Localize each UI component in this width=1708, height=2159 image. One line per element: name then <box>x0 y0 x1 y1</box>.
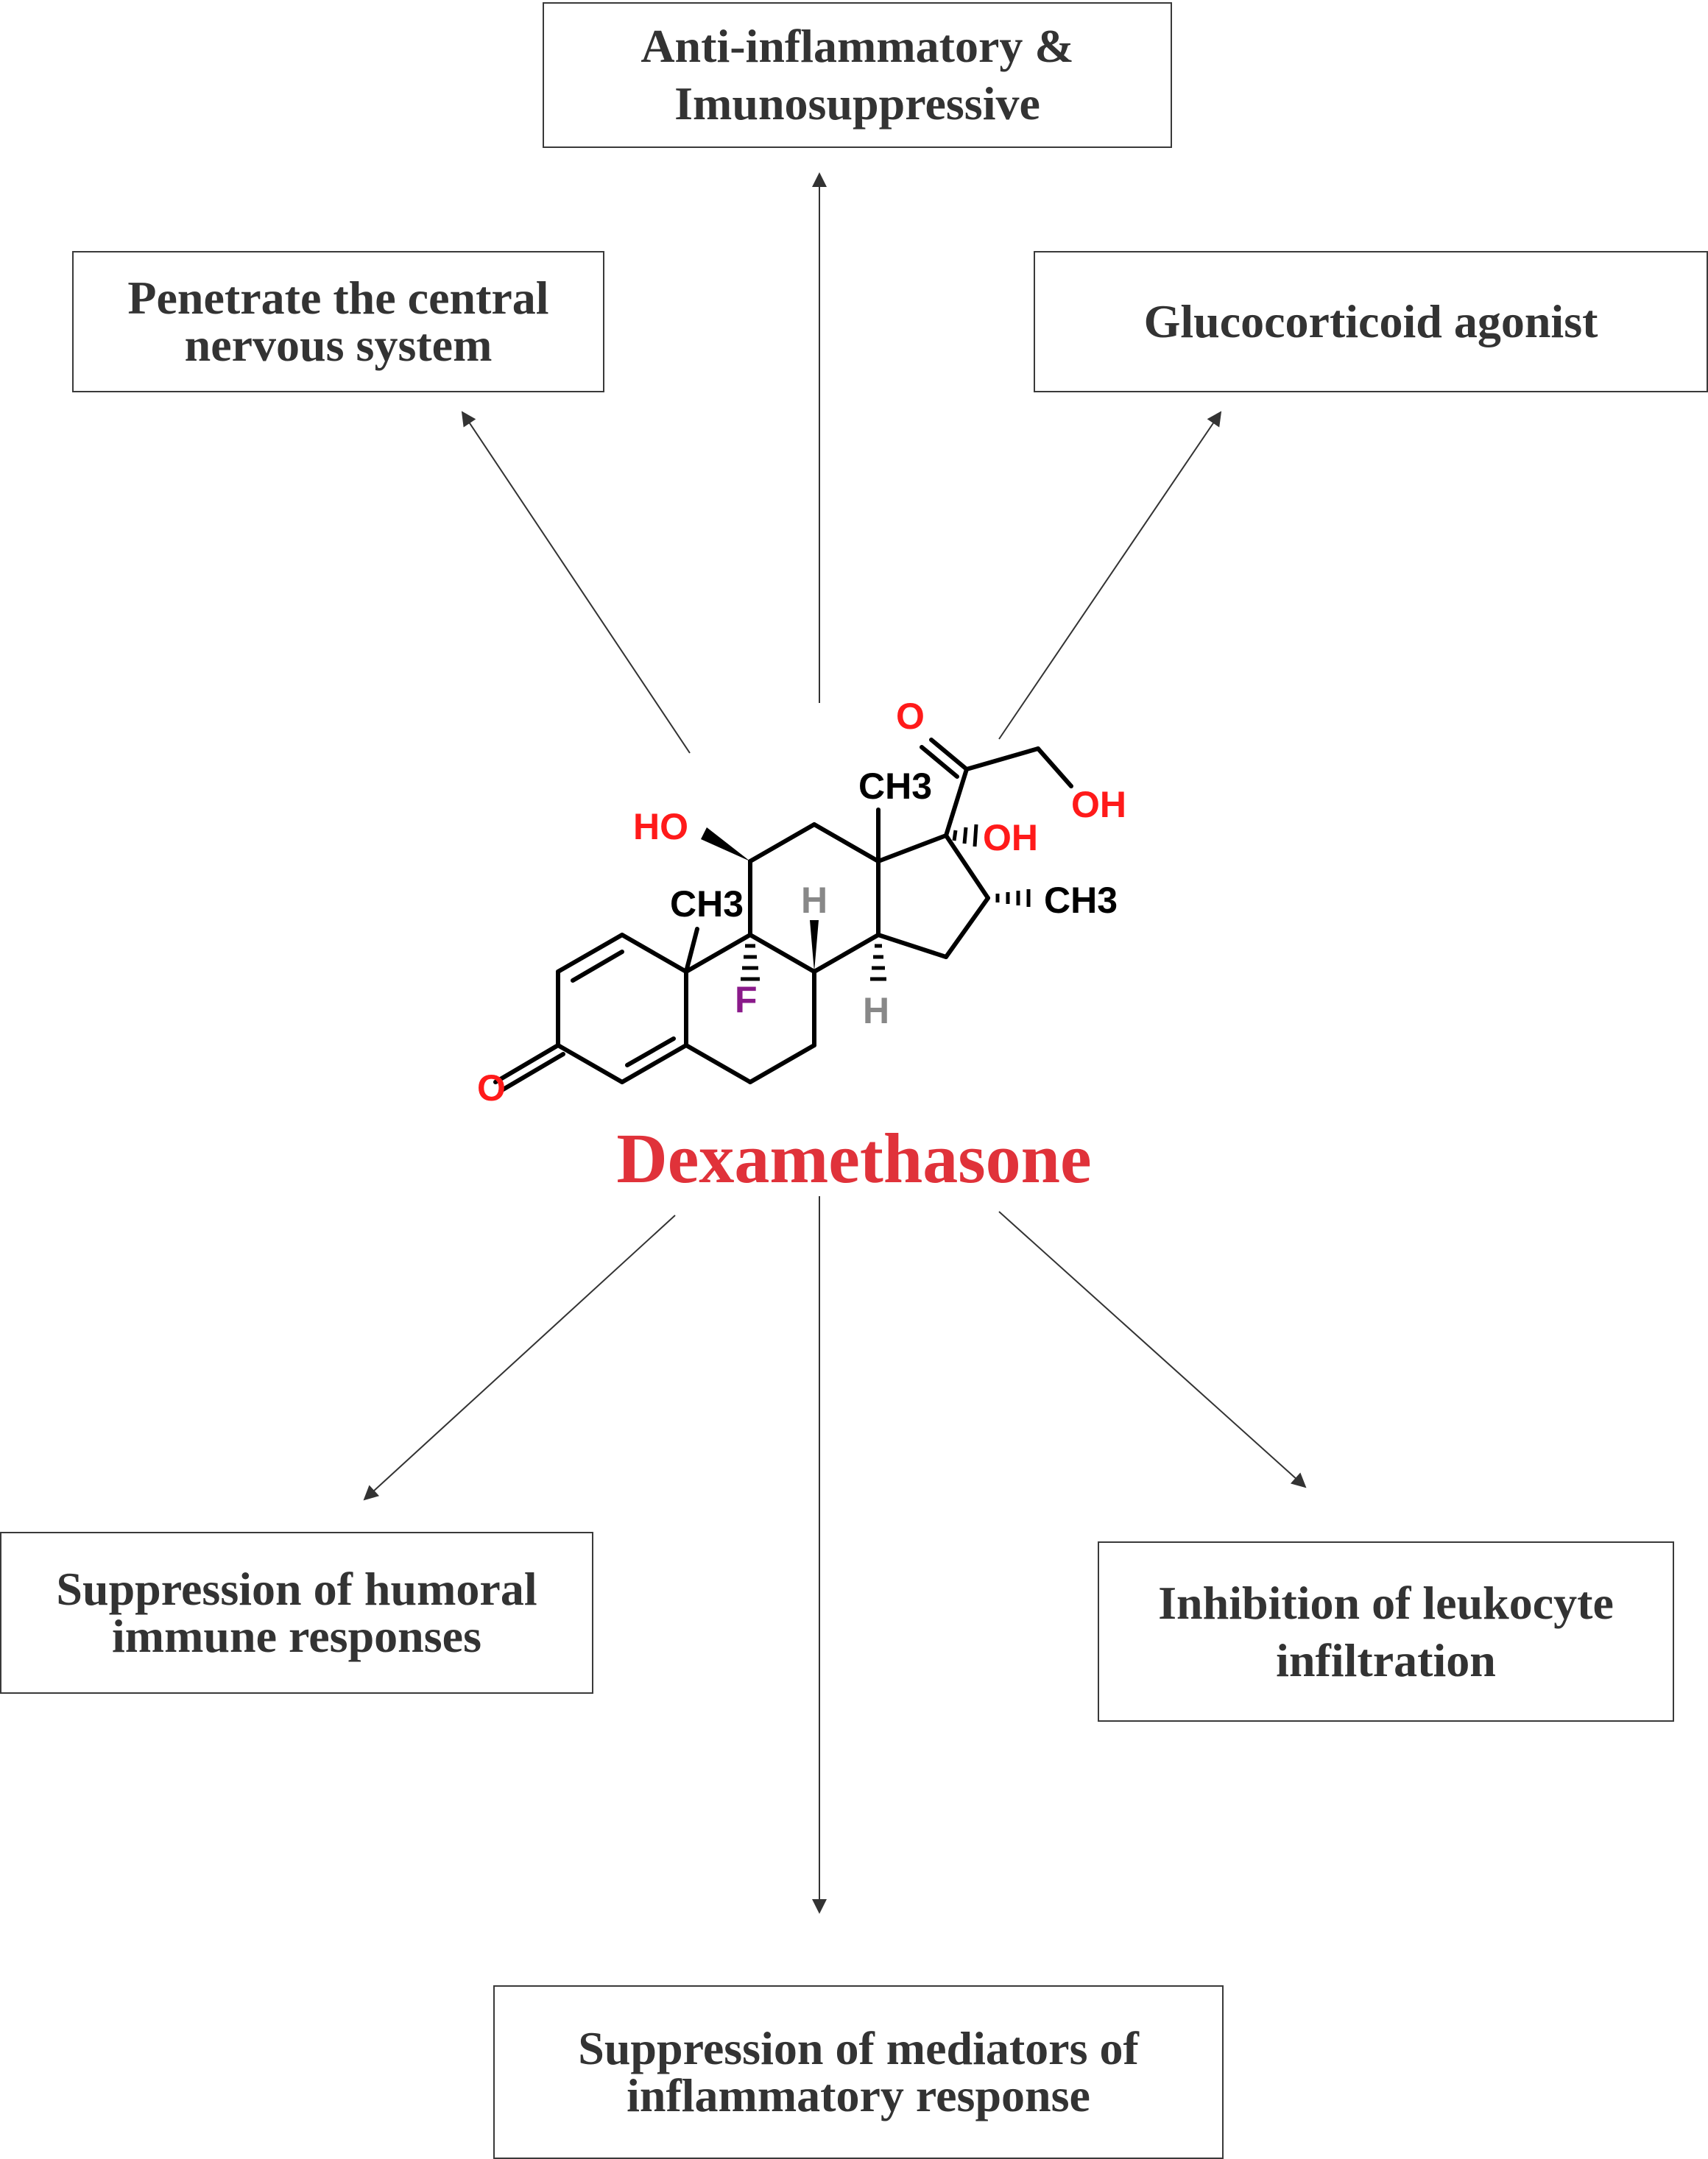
center-drug-name: Dexamethasone <box>616 1119 1092 1198</box>
node-cns-penetration: Penetrate the central nervous system <box>72 251 604 392</box>
node-leukocyte-inhibition: Inhibition of leukocyte infiltration <box>1098 1541 1674 1722</box>
atom-oh-terminal: OH <box>1071 784 1126 825</box>
node-bottom-left-line-1: Suppression of humoral <box>56 1563 537 1615</box>
node-humoral-suppression: Suppression of humoral immune responses <box>0 1532 593 1694</box>
atom-oh-17: OH <box>983 817 1038 858</box>
node-bottom-right-line-1: Inhibition of leukocyte <box>1158 1576 1614 1629</box>
atom-ch3-10: CH3 <box>670 883 744 925</box>
node-anti-inflammatory: Anti-inflammatory & Imunosuppressive <box>543 2 1172 148</box>
node-top-line-1: Anti-inflammatory & <box>640 20 1074 72</box>
node-bottom-left-line-2: immune responses <box>112 1610 481 1662</box>
atom-h-14: H <box>863 990 889 1031</box>
node-bottom-line-1: Suppression of mediators of <box>578 2022 1139 2074</box>
atom-ch3-13: CH3 <box>858 766 932 807</box>
atom-f-9: F <box>735 979 758 1020</box>
arrow-to-top-left <box>461 411 691 754</box>
atom-ch3-16: CH3 <box>1044 880 1118 921</box>
arrow-to-bottom-left <box>363 1215 676 1501</box>
atom-h-8: H <box>801 880 827 921</box>
arrow-to-bottom-right <box>998 1211 1307 1488</box>
node-glucocorticoid-agonist: Glucocorticoid agonist <box>1034 251 1708 392</box>
node-top-left-line-2: nervous system <box>184 319 493 371</box>
atom-ho-11: HO <box>633 806 688 847</box>
node-bottom-line-2: inflammatory response <box>627 2069 1090 2121</box>
node-top-left-line-1: Penetrate the central <box>127 272 549 324</box>
arrow-to-top-right <box>998 411 1222 740</box>
node-top-line-2: Imunosuppressive <box>674 77 1040 130</box>
node-top-right-line-1: Glucocorticoid agonist <box>1143 295 1598 347</box>
node-bottom-right-line-2: infiltration <box>1276 1633 1496 1686</box>
atom-ketone-o: O <box>477 1067 506 1109</box>
atom-side-o: O <box>896 696 925 737</box>
node-mediator-suppression: Suppression of mediators of inflammatory… <box>493 1985 1224 2159</box>
